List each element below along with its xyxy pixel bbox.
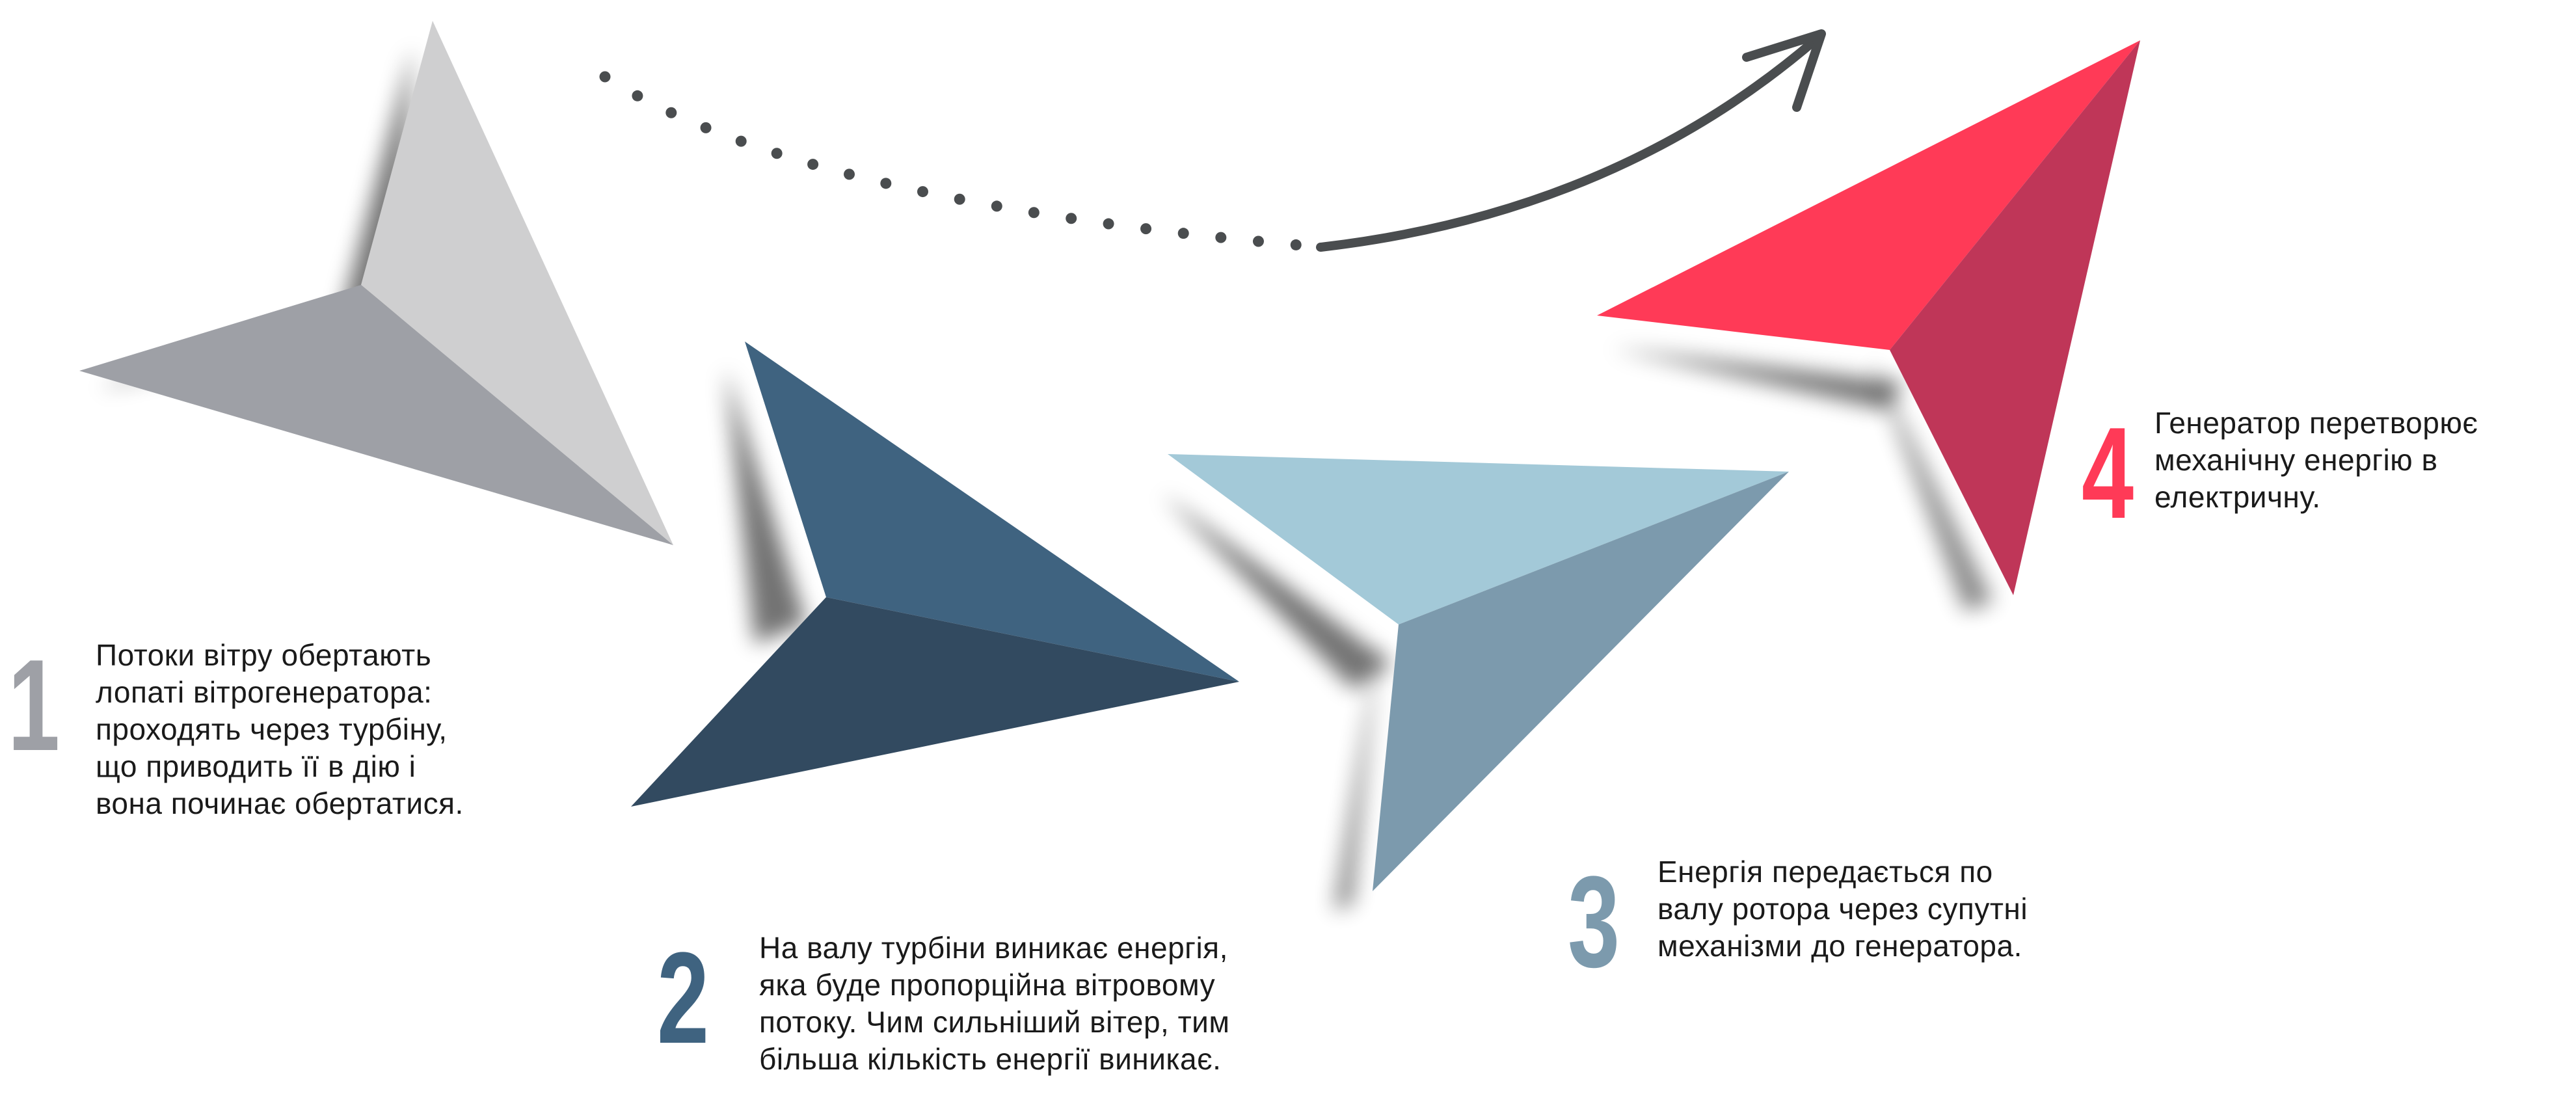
curved-dotted-arrow-icon	[599, 29, 1826, 252]
plane-3-upper-wing	[1168, 454, 1789, 624]
step-4-number: 4	[2082, 401, 2134, 546]
step-1-line: що приводить її в дію і	[96, 749, 416, 783]
step-2-plane-icon	[624, 342, 1239, 820]
step-1-plane-icon	[79, 21, 673, 545]
step-2-line: більша кількість енергії виникає.	[759, 1042, 1222, 1076]
plane-2-upper-wing	[745, 342, 1239, 682]
step-2-line: потоку. Чим сильніший вітер, тим	[759, 1005, 1230, 1039]
step-1-line: лопаті вітрогенератора:	[96, 675, 433, 709]
plane-4-upper-wing	[1597, 40, 2140, 350]
step-4-line: Генератор перетворює	[2154, 406, 2478, 440]
step-2-line: яка буде пропорційна вітровому	[759, 968, 1216, 1002]
step-1-line: Потоки вітру обертають	[96, 638, 432, 672]
step-4: 4 Генератор перетворює механічну енергію…	[2082, 401, 2478, 546]
step-3-line: валу ротора через супутні	[1657, 892, 2028, 926]
step-1-text: Потоки вітру обертають лопаті вітрогенер…	[96, 637, 464, 822]
step-4-plane-icon	[1597, 40, 2140, 611]
step-4-text: Генератор перетворює механічну енергію в…	[2154, 405, 2478, 516]
step-3-number: 3	[1568, 850, 1620, 995]
step-1-line: проходять через турбіну,	[96, 712, 448, 746]
step-3-line: механізми до генератора.	[1657, 929, 2022, 963]
step-3-text: Енергія передається по валу ротора через…	[1657, 853, 2028, 965]
step-2-text: На валу турбіни виникає енергія, яка буд…	[759, 930, 1230, 1078]
step-1: 1 Потоки вітру обертають лопаті вітроген…	[8, 633, 464, 822]
step-2-number: 2	[657, 926, 710, 1071]
step-1-line: вона починає обертатися.	[96, 786, 464, 820]
step-4-line: електричну.	[2154, 480, 2321, 514]
step-2: 2 На валу турбіни виникає енергія, яка б…	[657, 926, 1230, 1078]
step-2-line: На валу турбіни виникає енергія,	[759, 931, 1228, 965]
plane-4-lower-wing	[1890, 40, 2140, 595]
plane-2-lower-wing	[631, 597, 1239, 807]
step-1-number: 1	[8, 633, 60, 778]
step-3-line: Енергія передається по	[1657, 855, 1993, 889]
step-4-line: механічну енергію в	[2154, 443, 2438, 477]
plane-3-lower-wing	[1373, 472, 1789, 891]
step-3-plane-icon	[1161, 454, 1789, 911]
plane-1-upper-wing	[361, 21, 673, 545]
plane-1-lower-wing	[79, 285, 673, 545]
step-3: 3 Енергія передається по валу ротора чер…	[1568, 850, 2028, 995]
